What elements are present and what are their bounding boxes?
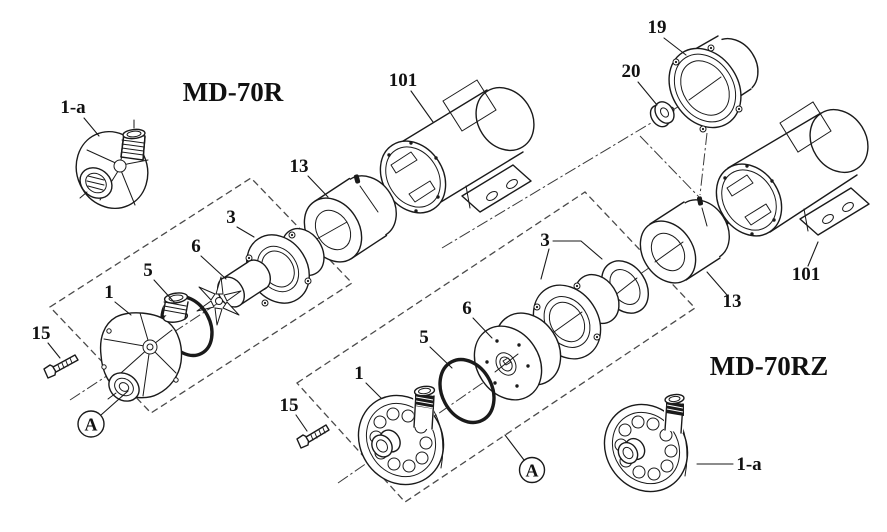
model-title-md70r: MD-70R	[183, 77, 284, 107]
callout-pump-casing-right: 1	[354, 363, 364, 384]
callout-spare-casing-left: 1-a	[60, 97, 86, 118]
callout-o-ring-right: 5	[419, 327, 429, 348]
magnet-capsule-left-drawing	[303, 174, 397, 263]
assembly-badge-right-letter: A	[526, 461, 539, 481]
callout-magnet-capsule-left: 13	[290, 156, 309, 177]
callout-pump-casing-left: 1	[104, 282, 114, 303]
callout-bolt-left: 15	[32, 323, 51, 344]
callout-o-ring-left: 5	[143, 260, 153, 281]
spare-casing-left-drawing	[75, 119, 149, 210]
casing-bracket-right-drawing	[532, 260, 649, 362]
callout-spare-casing-right: 1-a	[736, 454, 762, 475]
model-title-md70rz: MD-70RZ	[710, 351, 828, 381]
callout-impeller-left: 6	[191, 236, 201, 257]
assembly-badge-right: A	[518, 456, 546, 484]
bolt-left-drawing	[43, 354, 79, 379]
callout-impeller-right: 6	[462, 298, 472, 319]
motor-left-drawing	[379, 79, 535, 214]
magnet-capsule-right-drawing	[639, 196, 730, 284]
spare-casing-right-drawing	[603, 393, 689, 493]
callout-leader-lines	[47, 37, 819, 465]
callout-bearing-washer: 20	[622, 61, 641, 82]
callout-casing-bracket-left: 3	[226, 207, 236, 228]
callout-bolt-right: 15	[280, 395, 299, 416]
pump-casing-left-drawing	[99, 292, 189, 402]
o-ring-right-drawing	[438, 357, 496, 425]
motor-right-drawing	[715, 101, 870, 237]
bearing-washer-drawing	[649, 101, 675, 128]
assembly-badge-left-letter: A	[85, 415, 98, 435]
assembly-badge-left: A	[77, 410, 105, 438]
callout-casing-bracket-right: 3	[540, 230, 550, 251]
callout-magnet-capsule-right: 13	[723, 291, 742, 312]
callout-rear-cover: 19	[648, 17, 667, 38]
pump-casing-right-drawing	[357, 385, 445, 486]
bolt-right-drawing	[296, 424, 330, 449]
callout-motor-left: 101	[389, 70, 418, 91]
rear-cover-drawing	[667, 34, 759, 133]
callout-motor-right: 101	[792, 264, 821, 285]
